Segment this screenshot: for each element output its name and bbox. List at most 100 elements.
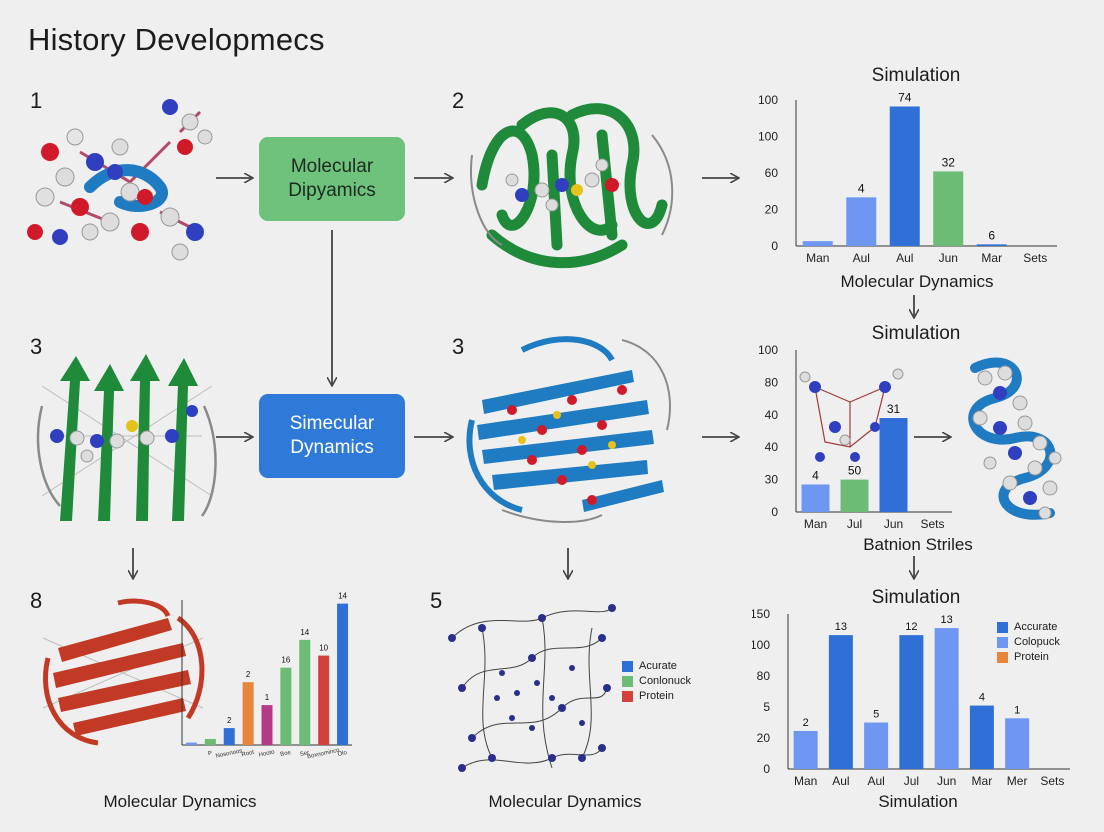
bar: [899, 635, 924, 769]
y-tick-label: 150: [752, 607, 770, 621]
x-tick-label: Sets: [920, 517, 944, 531]
x-tick-label: Sets: [1023, 251, 1047, 265]
data-label: 14: [338, 592, 347, 601]
legend-label: Conlonuck: [639, 675, 691, 687]
data-label: 4: [979, 692, 985, 704]
bar: [1005, 718, 1030, 769]
data-label: 6: [988, 228, 995, 242]
y-tick-label: 20: [765, 203, 779, 217]
x-tick-label: P: [208, 751, 213, 758]
molecule-ball-stick-image: [27, 99, 213, 261]
legend-mid: Acurate Conlonuck Protein: [622, 659, 691, 704]
y-tick-label: 80: [757, 669, 771, 683]
x-tick-label: Ser: [299, 750, 309, 758]
legend-mid-item: Acurate: [622, 659, 691, 674]
bar: [840, 479, 869, 512]
x-tick-label: Jun: [939, 251, 958, 265]
chart-3-caption: Simulation: [878, 792, 958, 811]
molecular-dynamics-box[interactable]: Molecular Dipyamics: [259, 137, 405, 221]
x-tick-label: Mer: [1007, 774, 1028, 788]
bar: [846, 197, 877, 246]
y-tick-label: 0: [763, 762, 770, 776]
x-tick-label: Sets: [1040, 774, 1064, 788]
x-tick-label: Boxnominco: [307, 748, 341, 761]
x-tick-label: Mar: [981, 251, 1002, 265]
bar: [318, 655, 330, 745]
step-number-3b: 3: [452, 334, 465, 359]
x-tick-label: Nosonoos: [215, 748, 243, 759]
small-molecule-overlay-image: [799, 368, 904, 462]
legend-swatch: [997, 652, 1008, 663]
simecular-dynamics-box[interactable]: Simecular Dynamics: [259, 394, 405, 478]
legend-swatch: [622, 661, 633, 672]
legend-swatch: [622, 676, 633, 687]
molecular-network-image: [448, 604, 616, 772]
chart-3-svg: 1501008052002Man13Aul5Aul12Jul13Jun4Mar1…: [752, 607, 1070, 788]
chart-2-caption: Batnion Striles: [863, 535, 973, 554]
data-label: 2: [227, 716, 232, 725]
legend-right-item: Accurate: [997, 620, 1060, 635]
step-number-8: 8: [30, 588, 43, 613]
chart-1-title: Simulation: [871, 65, 961, 86]
y-tick-label: 100: [758, 343, 778, 357]
helix-sphere-image: [968, 357, 1062, 520]
data-label: 4: [812, 468, 819, 482]
chart-1-caption: Molecular Dynamics: [840, 272, 994, 291]
x-tick-label: Jun: [937, 774, 956, 788]
bar: [223, 728, 235, 745]
data-label: 74: [898, 90, 912, 104]
x-tick-label: Boe: [280, 750, 292, 758]
protein-green-beta-sheet-image: [36, 354, 217, 521]
bar: [889, 106, 920, 246]
y-tick-label: 0: [771, 239, 778, 253]
bar: [185, 742, 197, 745]
data-label: 10: [319, 644, 328, 653]
data-label: 13: [941, 614, 953, 626]
y-tick-label: 100: [758, 130, 778, 144]
data-label: 1: [265, 693, 270, 702]
y-tick-label: 40: [765, 408, 779, 422]
x-tick-label: Aul: [867, 774, 884, 788]
bar: [261, 705, 273, 745]
data-label: 4: [858, 181, 865, 195]
bar: [976, 244, 1007, 246]
bar: [828, 635, 853, 769]
bar: [969, 705, 994, 769]
bar: [299, 639, 311, 745]
legend-label: Protein: [1014, 651, 1049, 663]
y-tick-label: 100: [758, 93, 778, 107]
y-tick-label: 40: [765, 440, 779, 454]
bar: [793, 730, 818, 769]
bar: [879, 418, 908, 512]
x-tick-label: Aul: [896, 251, 913, 265]
data-label: 32: [942, 155, 956, 169]
y-tick-label: 100: [752, 638, 770, 652]
legend-label: Accurate: [1014, 621, 1058, 633]
legend-swatch: [622, 691, 633, 702]
protein-green-ribbon-image: [470, 103, 674, 269]
data-label: 2: [246, 670, 251, 679]
x-tick-label: Aul: [853, 251, 870, 265]
x-tick-label: Jun: [884, 517, 903, 531]
data-label: 1: [1014, 704, 1020, 716]
step-number-1: 1: [30, 88, 43, 113]
bar: [802, 241, 833, 246]
bar: [337, 603, 349, 745]
data-label: 12: [905, 621, 917, 633]
legend-swatch: [997, 637, 1008, 648]
data-label: 13: [835, 621, 847, 633]
legend-swatch: [997, 622, 1008, 633]
y-tick-label: 80: [765, 375, 779, 389]
legend-label: Colopuck: [1014, 636, 1060, 648]
data-label: 16: [281, 656, 290, 665]
bar: [934, 628, 959, 769]
x-tick-label: Olo: [337, 750, 348, 758]
bar: [864, 722, 889, 769]
chart-3-title: Simulation: [871, 587, 961, 608]
data-label: 5: [873, 709, 879, 721]
step-number-2: 2: [452, 88, 465, 113]
x-tick-label: Root: [241, 750, 255, 759]
data-label: 14: [300, 628, 309, 637]
